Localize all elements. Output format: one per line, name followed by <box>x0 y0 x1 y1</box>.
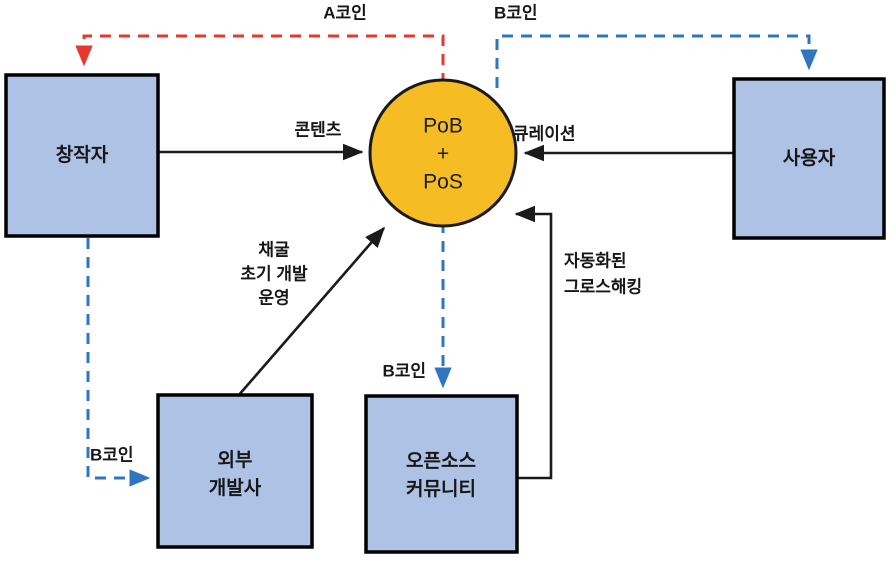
pob-pos-hub-label-line2: + <box>437 143 449 166</box>
pob-pos-hub-label-line3: PoS <box>423 171 463 194</box>
edge-b-coin-user-path <box>495 34 818 88</box>
edge-a-coin-path <box>75 34 445 84</box>
node-creator[interactable]: 창작자 <box>4 73 160 238</box>
edge-growth-hacking-label: 자동화된 그로스해킹 <box>564 251 642 296</box>
edge-growth-hacking-path <box>514 205 553 480</box>
edge-b-coin-dev-path <box>86 238 151 487</box>
edge-mining-dev-ops-label-line2: 초기 개발 <box>240 264 308 283</box>
node-opensource-shape <box>364 394 519 554</box>
pob-pos-hub[interactable]: PoB + PoS <box>368 78 518 228</box>
edge-growth-hacking-label-line1: 자동화된 <box>564 251 627 270</box>
pob-pos-hub-shape <box>368 78 518 228</box>
node-user[interactable]: 사용자 <box>732 77 886 240</box>
edge-content-label: 콘텐츠 <box>295 120 342 139</box>
edge-mining-dev-ops-label-line3: 운영 <box>258 288 289 307</box>
node-opensource[interactable]: 오픈소스 커뮤니티 <box>364 394 519 554</box>
node-external-dev[interactable]: 외부 개발사 <box>156 393 314 549</box>
edge-b-coin-oss-label: B코인 <box>382 361 426 380</box>
node-opensource-label-line1: 오픈소스 <box>406 451 476 472</box>
pob-pos-hub-label-line1: PoB <box>423 115 463 138</box>
node-creator-label: 창작자 <box>56 144 109 166</box>
node-external-dev-label-line2: 개발사 <box>209 477 262 499</box>
node-user-shape <box>732 77 886 240</box>
edge-b-coin-dev-label: B코인 <box>90 445 134 464</box>
node-opensource-label-line2: 커뮤니티 <box>406 478 476 500</box>
edge-mining-dev-ops-path <box>237 226 386 397</box>
edge-curation-label: 큐레이션 <box>513 124 576 143</box>
edge-mining-dev-ops-label: 채굴 초기 개발 운영 <box>240 240 308 307</box>
edge-growth-hacking-label-line2: 그로스해킹 <box>564 277 642 296</box>
node-external-dev-shape <box>156 393 314 549</box>
node-user-label: 사용자 <box>783 147 836 169</box>
edge-a-coin-label: A코인 <box>323 3 367 22</box>
edge-mining-dev-ops-label-line1: 채굴 <box>258 240 290 259</box>
node-creator-shape <box>4 73 160 238</box>
edge-b-coin-user-label: B코인 <box>494 3 538 22</box>
node-external-dev-label-line1: 외부 <box>218 449 253 471</box>
